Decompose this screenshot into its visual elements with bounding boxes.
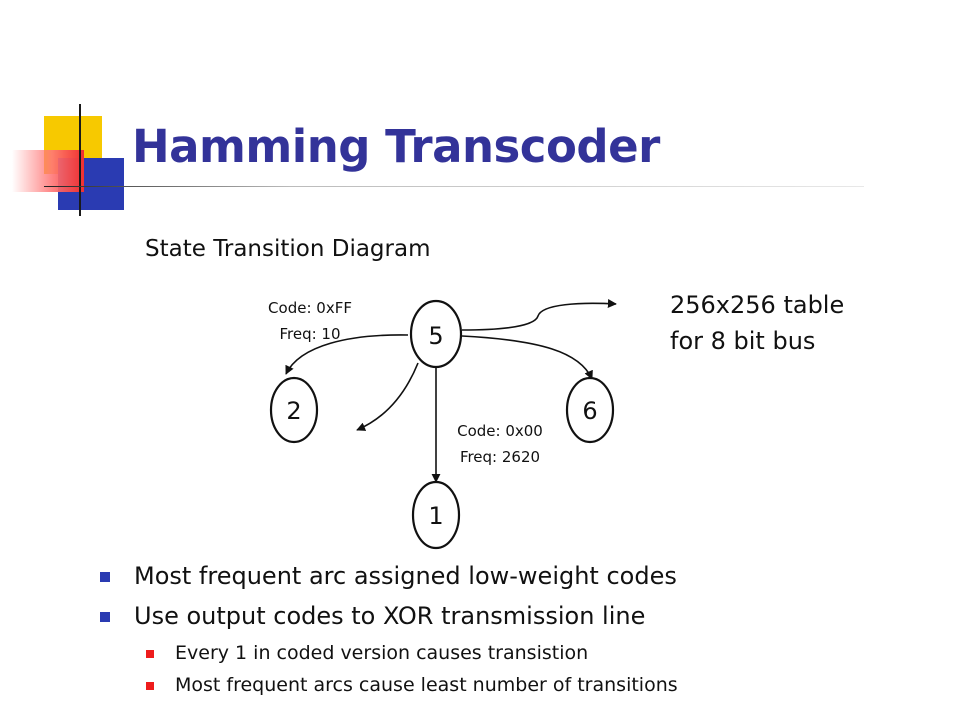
state-node-1: 1 xyxy=(411,480,461,550)
arc-5-to-6 xyxy=(461,335,593,380)
sub-bullet-text: Every 1 in coded version causes transist… xyxy=(175,642,589,664)
sub-bullet-item: Most frequent arcs cause least number of… xyxy=(100,669,678,701)
bullet-text: Most frequent arc assigned low-weight co… xyxy=(134,562,677,590)
sub-bullet-text: Most frequent arcs cause least number of… xyxy=(175,674,678,696)
sub-bullet-square-icon xyxy=(146,682,154,690)
state-node-6: 6 xyxy=(565,376,615,444)
arc-5-1-freq-label: Freq: 2620 xyxy=(460,448,540,466)
table-size-note-line-2: for 8 bit bus xyxy=(670,327,816,355)
state-node-2-label: 2 xyxy=(286,397,301,425)
slide-title: Hamming Transcoder xyxy=(132,120,660,173)
state-node-5-label: 5 xyxy=(428,322,443,350)
arc-5-2-code-label: Code: 0xFF xyxy=(268,299,352,317)
table-size-note-line-1: 256x256 table xyxy=(670,291,845,319)
diagram-subtitle: State Transition Diagram xyxy=(145,236,431,262)
arc-5-to-2 xyxy=(285,334,409,375)
state-node-5: 5 xyxy=(409,299,463,369)
arc-5-2-freq-label: Freq: 10 xyxy=(279,325,340,343)
state-node-6-label: 6 xyxy=(582,397,597,425)
bullet-list: Most frequent arc assigned low-weight co… xyxy=(100,557,678,701)
state-node-2: 2 xyxy=(269,376,319,444)
bullet-item: Use output codes to XOR transmission lin… xyxy=(100,597,678,637)
bullet-square-icon xyxy=(100,572,110,582)
state-node-1-label: 1 xyxy=(428,502,443,530)
sub-bullet-item: Every 1 in coded version causes transist… xyxy=(100,637,678,669)
table-size-note: 256x256 table for 8 bit bus xyxy=(670,287,844,359)
bullet-text: Use output codes to XOR transmission lin… xyxy=(134,602,646,630)
decor-red-block xyxy=(12,150,84,192)
sub-bullet-square-icon xyxy=(146,650,154,658)
arc-5-to-self-stub xyxy=(356,362,419,431)
title-underline xyxy=(44,186,864,187)
decor-vertical-line xyxy=(79,104,81,216)
bullet-square-icon xyxy=(100,612,110,622)
arc-5-to-table xyxy=(461,299,617,331)
bullet-item: Most frequent arc assigned low-weight co… xyxy=(100,557,678,597)
arc-5-1-code-label: Code: 0x00 xyxy=(457,422,543,440)
